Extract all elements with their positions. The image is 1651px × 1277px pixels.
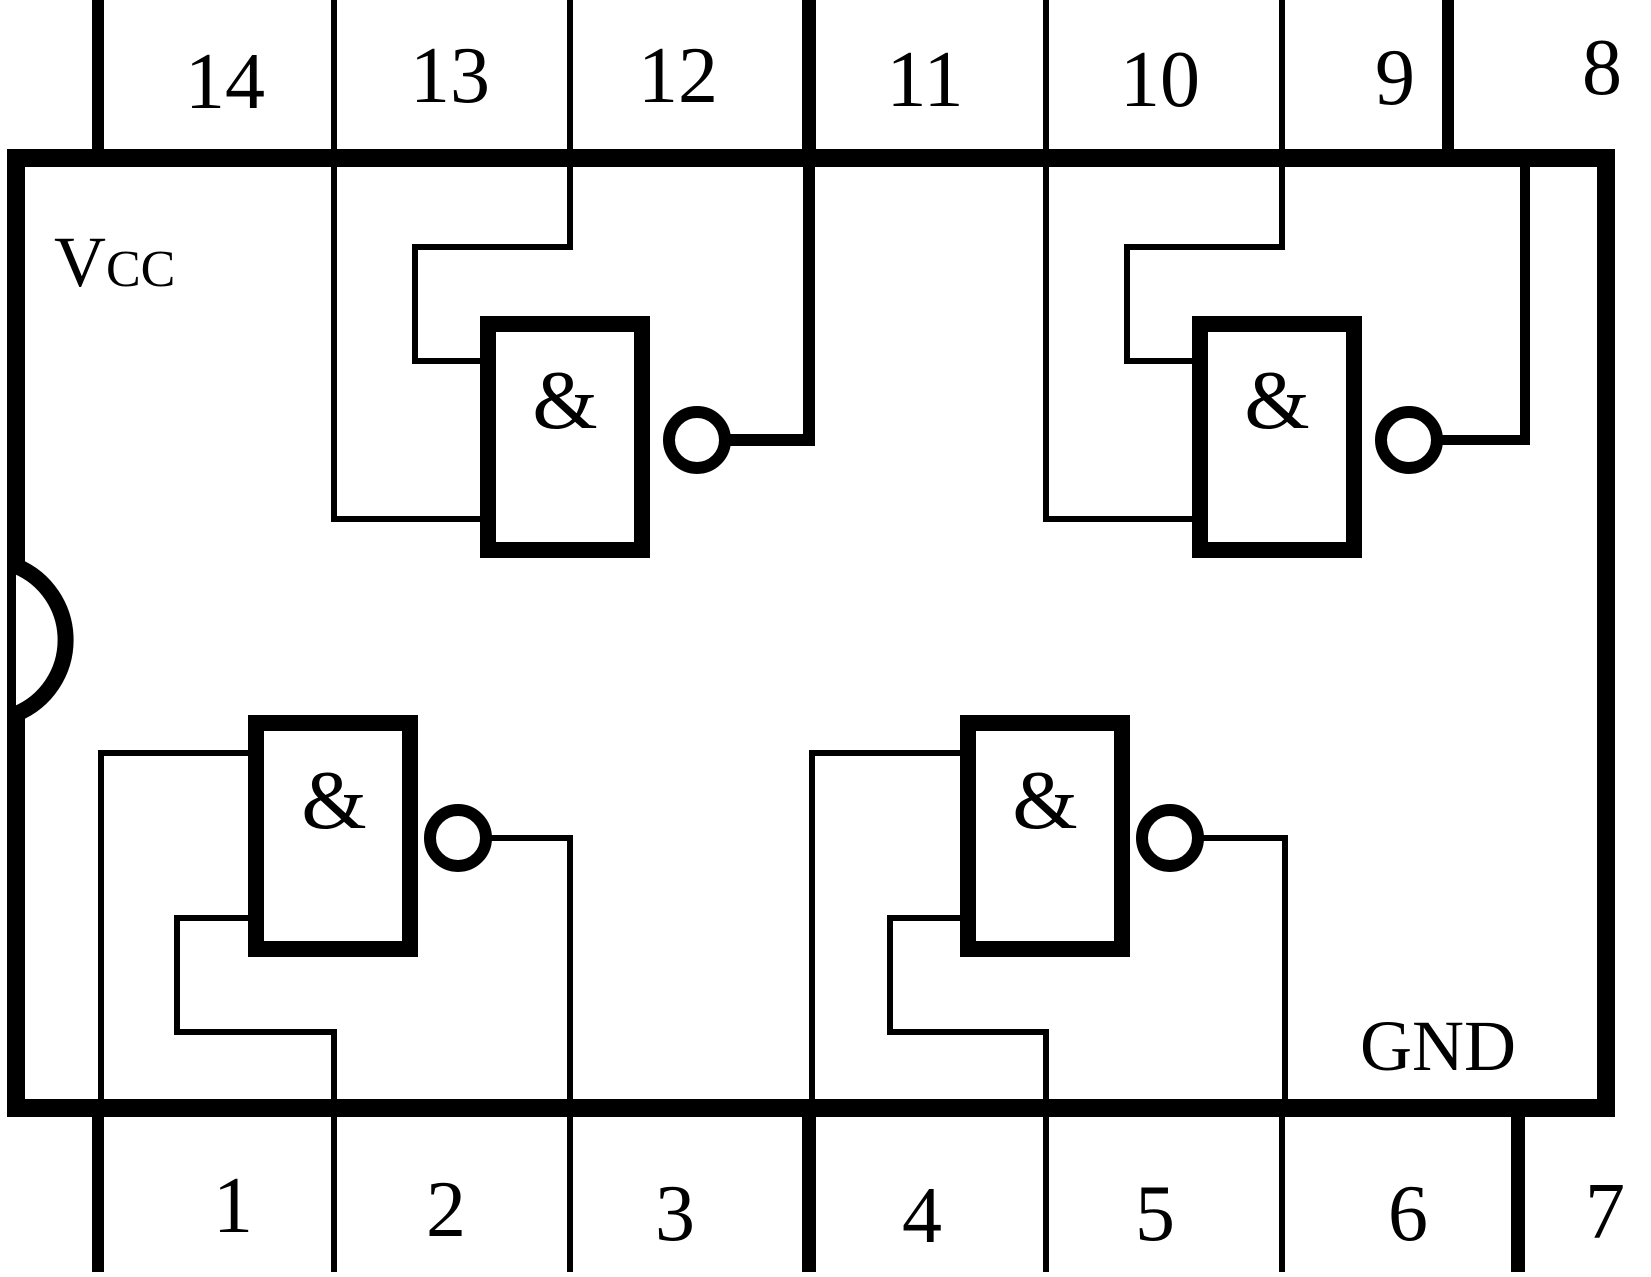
pin-label-8: 8: [1582, 24, 1622, 112]
top-pins: [92, 0, 1454, 158]
top-pin-labels: 14 13 12 11 10 9 8: [185, 24, 1622, 126]
wire-gate3-to-pin3: [489, 835, 573, 1108]
wire-pin1-to-gate3: [98, 750, 256, 1108]
gate-2-symbol: &: [1244, 354, 1309, 447]
wire-gate1-to-pin11: [729, 158, 815, 446]
pin-label-10: 10: [1120, 36, 1200, 124]
gate-3-body: [248, 715, 418, 957]
gate-2-body: [1192, 316, 1362, 558]
pin-label-11: 11: [886, 36, 963, 124]
nand-gate-1: &: [480, 316, 731, 558]
nand-gate-3: &: [248, 715, 492, 957]
pin-label-12: 12: [638, 32, 718, 120]
vcc-label: VCC: [54, 222, 175, 302]
wire-pin5-to-gate4: [887, 915, 1049, 1108]
pin-label-7: 7: [1585, 1168, 1625, 1256]
pin-label-2: 2: [426, 1166, 466, 1254]
pin-label-1: 1: [213, 1162, 253, 1250]
bottom-pin-dividers: [331, 1108, 1285, 1272]
gate-3-symbol: &: [301, 754, 366, 847]
bottom-pins: [92, 1108, 1525, 1272]
nand-gate-4: &: [960, 715, 1204, 957]
wire-pin12-to-gate1: [412, 158, 573, 364]
wire-pin10-to-gate2: [1043, 158, 1200, 522]
gate-1-body: [480, 316, 650, 558]
gate-3-inversion-bubble: [424, 804, 492, 872]
gnd-label: GND: [1360, 1006, 1516, 1086]
gate-4-symbol: &: [1012, 754, 1077, 847]
wire-pin2-to-gate3: [174, 915, 337, 1108]
wire-pin9-to-gate2: [1124, 158, 1285, 364]
gate-1-inversion-bubble: [663, 406, 731, 474]
wire-gate2-to-pin8: [1441, 158, 1530, 445]
wire-pin4-to-gate4: [809, 750, 968, 1108]
bottom-pin-labels: 1 2 3 4 5 6 7: [213, 1162, 1625, 1260]
gate-2-inversion-bubble: [1375, 406, 1443, 474]
pin-label-4: 4: [902, 1172, 942, 1260]
orientation-notch: [12, 558, 74, 722]
pin-label-6: 6: [1388, 1170, 1428, 1258]
gate-4-inversion-bubble: [1136, 804, 1204, 872]
pin-label-3: 3: [655, 1170, 695, 1258]
pin-label-5: 5: [1135, 1170, 1175, 1258]
wiring: [98, 158, 1530, 1108]
pin-label-9: 9: [1375, 34, 1415, 122]
pin-label-13: 13: [410, 32, 490, 120]
nand-gate-2: &: [1192, 316, 1443, 558]
wire-pin13-to-gate1: [331, 158, 488, 522]
gate-1-symbol: &: [532, 354, 597, 447]
top-pin-dividers: [331, 0, 1285, 158]
pin-label-14: 14: [185, 38, 265, 126]
wire-gate4-to-pin6: [1201, 835, 1288, 1108]
gate-4-body: [960, 715, 1130, 957]
